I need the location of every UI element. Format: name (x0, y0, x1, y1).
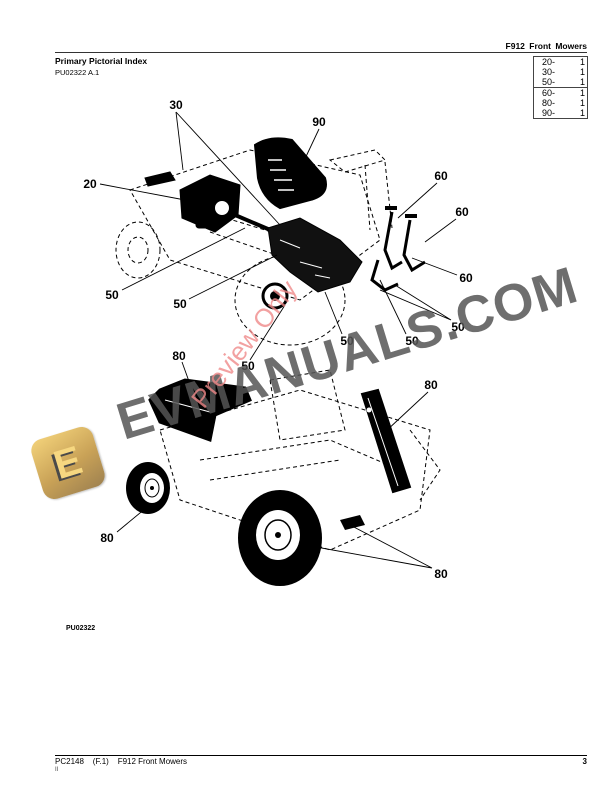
leader-lines (99, 111, 458, 569)
front-wheel (126, 462, 170, 514)
callout-80: 80 (100, 531, 114, 545)
callout-50: 50 (451, 320, 465, 334)
index-page: 1 (579, 67, 585, 77)
transaxle (261, 217, 363, 310)
index-ref: 50- (542, 77, 556, 87)
index-page: 1 (579, 108, 585, 118)
index-row[interactable]: 20- 1 (534, 57, 587, 67)
callout-90: 90 (312, 115, 326, 129)
hood (148, 378, 252, 443)
watermark-logo-letter: E (48, 437, 88, 488)
steering-shroud (360, 388, 412, 494)
index-ref: 60- (542, 88, 556, 98)
callout-50: 50 (241, 359, 255, 373)
header-divider (55, 52, 587, 53)
footer-document-info: PC2148 (F.1) F912 Front Mowers (55, 757, 188, 766)
callout-60: 60 (434, 169, 448, 183)
index-row[interactable]: 80- 1 (534, 98, 587, 108)
index-row[interactable]: 90- 1 (534, 108, 587, 118)
document-header-title: F912 Front Mowers (505, 41, 587, 51)
pedals (370, 206, 426, 292)
callout-80: 80 (434, 567, 448, 581)
rear-wheel (238, 490, 322, 586)
index-table: 20- 1 30- 1 50- 1 60- 1 80- 1 90- 1 (533, 56, 588, 119)
index-page: 1 (579, 57, 585, 67)
callout-80: 80 (172, 349, 186, 363)
callout-80: 80 (424, 378, 438, 392)
callout-60: 60 (459, 271, 473, 285)
index-page: 1 (579, 98, 585, 108)
callout-30: 30 (169, 98, 183, 112)
callout-20: 20 (83, 177, 97, 191)
footer-sub-marker: II (55, 767, 59, 773)
callout-50: 50 (405, 334, 419, 348)
index-page: 1 (579, 77, 585, 87)
index-row[interactable]: 30- 1 (534, 67, 587, 77)
callout-50: 50 (105, 288, 119, 302)
index-group: 60- 1 80- 1 90- 1 (534, 88, 587, 118)
engine (144, 171, 241, 233)
callout-50: 50 (340, 334, 354, 348)
index-group: 20- 1 30- 1 50- 1 (534, 57, 587, 88)
seat (253, 137, 327, 210)
section-code: PU02322 A.1 (55, 68, 100, 77)
figure-label: PU02322 (66, 625, 96, 632)
index-page: 1 (579, 88, 585, 98)
footer-divider (55, 755, 587, 756)
index-ref: 20- (542, 57, 556, 67)
index-row[interactable]: 50- 1 (534, 77, 587, 87)
page-number: 3 (582, 757, 587, 766)
index-ref: 30- (542, 67, 556, 77)
callout-50: 50 (173, 297, 187, 311)
index-ref: 80- (542, 98, 556, 108)
index-row[interactable]: 60- 1 (534, 88, 587, 98)
section-title: Primary Pictorial Index (55, 56, 148, 66)
index-ref: 90- (542, 108, 556, 118)
callout-60: 60 (455, 205, 469, 219)
